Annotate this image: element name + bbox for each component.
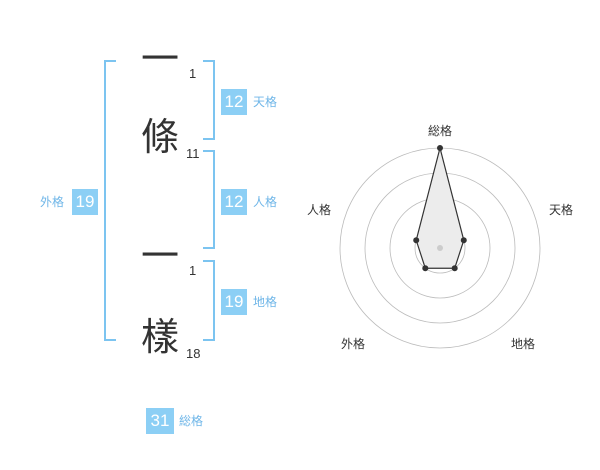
stroke-count-3: 1	[189, 263, 197, 278]
radar-point-4	[422, 265, 429, 272]
gaikaku-label: 外格	[40, 195, 65, 209]
stroke-count-4: 18	[186, 346, 201, 361]
stroke-count-1: 1	[189, 66, 197, 81]
radar-polygon	[415, 147, 465, 269]
radar-shape	[413, 145, 467, 272]
radar-axis-jinkaku: 人格	[307, 203, 332, 217]
radar-point-1	[437, 145, 443, 151]
chikaku-label: 地格	[253, 295, 278, 309]
radar-point-3	[451, 265, 458, 272]
tenkaku-label: 天格	[253, 95, 278, 109]
chikaku-value: 19	[221, 289, 247, 315]
gaikaku-value: 19	[72, 189, 98, 215]
radar-axis-gaikaku: 外格	[341, 337, 366, 351]
radar-axis-chikaku: 地格	[511, 337, 536, 351]
tenkaku-value: 12	[221, 89, 247, 115]
jinkaku-label: 人格	[253, 195, 278, 209]
radar-axis-tenkaku: 天格	[549, 203, 574, 217]
name-char-4: 樣	[141, 315, 180, 359]
soukaku-label: 総格	[179, 414, 204, 428]
soukaku-value: 31	[146, 408, 174, 434]
radar-point-5	[413, 237, 420, 244]
radar-chart	[339, 145, 541, 349]
jinkaku-value: 12	[221, 189, 247, 215]
radar-center-dot	[437, 245, 443, 251]
name-char-3: 一	[141, 234, 180, 278]
stroke-count-2: 11	[186, 146, 200, 161]
radar-axis-soukaku: 総格	[428, 124, 453, 138]
radar-point-2	[460, 237, 467, 244]
name-char-1: 一	[141, 37, 180, 81]
name-char-2: 條	[141, 115, 180, 159]
